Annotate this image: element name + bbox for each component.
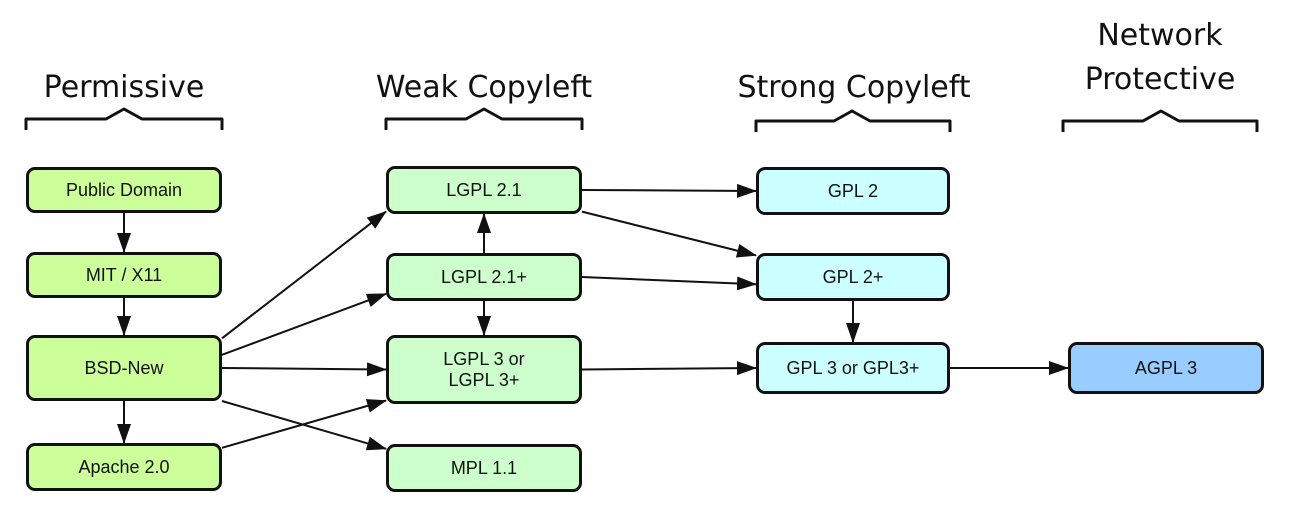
heading-strong-copyleft: Strong Copyleft bbox=[737, 70, 971, 105]
node-gpl-3: GPL 3 or GPL3+ bbox=[756, 342, 950, 394]
node-gpl-2: GPL 2 bbox=[756, 167, 950, 215]
edge-lgpl-21-to-gpl-2 bbox=[581, 183, 757, 198]
brace-network-protective bbox=[1061, 109, 1259, 132]
node-public-domain: Public Domain bbox=[26, 167, 222, 213]
node-bsd-new: BSD-New bbox=[26, 335, 222, 401]
brace-permissive bbox=[24, 107, 224, 130]
edge-lgpl-3-to-gpl-3 bbox=[581, 361, 757, 376]
brace-strong-copyleft bbox=[754, 109, 952, 132]
edge-lgpl-21-to-gpl-2-plus bbox=[581, 210, 757, 258]
node-lgpl-3: LGPL 3 or LGPL 3+ bbox=[386, 335, 582, 404]
brace-weak-copyleft bbox=[384, 107, 584, 130]
edge-lgpl-21-plus-to-gpl-2-plus bbox=[581, 276, 757, 291]
edge-bsd-new-to-lgpl-3 bbox=[221, 362, 387, 377]
edge-layer bbox=[117, 183, 1069, 451]
heading-weak-copyleft: Weak Copyleft bbox=[375, 70, 593, 105]
edge-bsd-new-to-lgpl-21 bbox=[221, 210, 387, 340]
node-gpl-2-plus: GPL 2+ bbox=[756, 253, 950, 301]
heading-permissive: Permissive bbox=[43, 70, 205, 105]
heading-network-protective-line2: Protective bbox=[1084, 62, 1236, 97]
edge-apache-2-to-lgpl-3 bbox=[221, 399, 387, 449]
edge-bsd-new-to-lgpl-21-plus bbox=[221, 292, 387, 356]
node-apache-2: Apache 2.0 bbox=[26, 443, 222, 491]
node-mit-x11: MIT / X11 bbox=[26, 252, 222, 298]
node-agpl-3: AGPL 3 bbox=[1068, 342, 1264, 394]
node-lgpl-2-1-plus: LGPL 2.1+ bbox=[386, 253, 582, 301]
node-mpl-1-1: MPL 1.1 bbox=[386, 444, 582, 492]
heading-network-protective-line1: Network bbox=[1097, 18, 1223, 53]
node-lgpl-2-1: LGPL 2.1 bbox=[386, 166, 582, 214]
